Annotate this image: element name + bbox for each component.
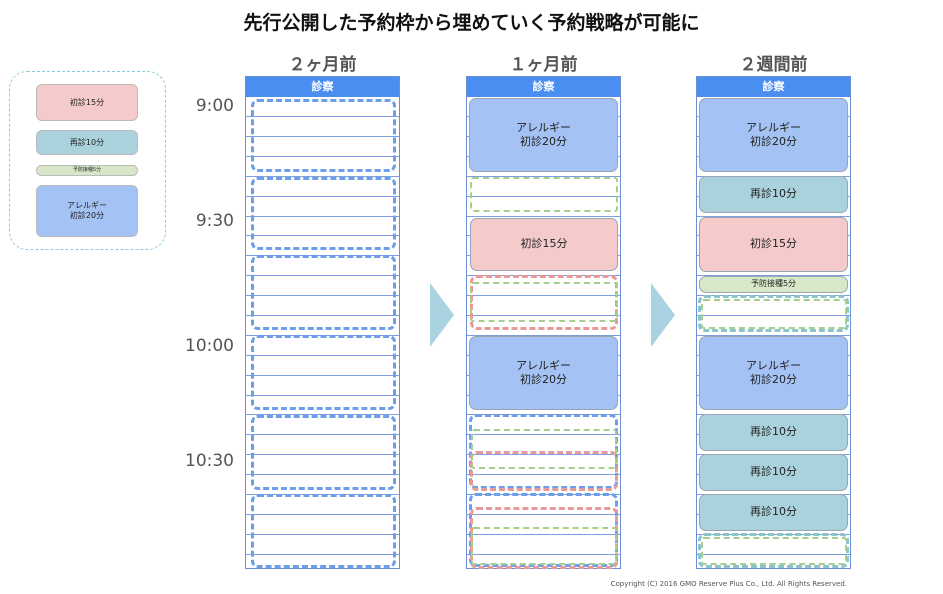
open-slot-revisit[interactable]	[698, 295, 849, 332]
grid-line	[467, 474, 620, 475]
open-slot-vaccine[interactable]	[470, 282, 618, 322]
legend-allergy: アレルギー 初診20分	[36, 185, 138, 237]
copyright-text: Copyright (C) 2016 GMO Reserve Plus Co.,…	[610, 580, 847, 588]
slot-first-visit[interactable]: 初診15分	[470, 218, 618, 271]
grid-line	[697, 335, 850, 336]
open-slot-vaccine[interactable]	[471, 429, 617, 469]
open-slot-vaccine[interactable]	[701, 299, 847, 329]
grid-line	[246, 454, 399, 455]
time-label-1030: 10:30	[185, 451, 234, 471]
open-slot-revisit[interactable]	[698, 533, 849, 568]
open-slot-allergy[interactable]	[251, 255, 396, 330]
open-slot-vaccine[interactable]	[471, 527, 617, 565]
legend-first-visit: 初診15分	[36, 84, 138, 121]
time-label-0900: 9:00	[195, 96, 234, 116]
grid-line	[246, 534, 399, 535]
slot-vaccine[interactable]: 予防接種5分	[699, 276, 848, 293]
page-title: 先行公開した予約枠から埋めていく予約戦略が可能に	[243, 12, 700, 34]
grid-line	[467, 434, 620, 435]
grid-line	[467, 295, 620, 296]
open-slot-allergy[interactable]	[251, 494, 396, 568]
grid-line	[697, 275, 850, 276]
legend-vaccine: 予防接種5分	[36, 165, 138, 176]
legend-revisit: 再診10分	[36, 130, 138, 155]
open-slot-first-visit[interactable]	[470, 451, 618, 491]
grid-line	[467, 196, 620, 197]
grid-line	[467, 514, 620, 515]
grid-line	[467, 534, 620, 535]
column-title-1-month: １ヶ月前	[509, 55, 578, 75]
grid-line	[246, 156, 399, 157]
grid-header: 診察	[246, 77, 399, 97]
grid-line	[246, 514, 399, 515]
grid-line	[246, 116, 399, 117]
grid-line	[697, 315, 850, 316]
open-slot-allergy[interactable]	[251, 99, 396, 172]
slot-allergy[interactable]: アレルギー 初診20分	[699, 336, 848, 410]
grid-line	[246, 275, 399, 276]
grid-line	[467, 176, 620, 177]
slot-revisit[interactable]: 再診10分	[699, 494, 848, 531]
grid-line	[246, 414, 399, 415]
grid-line	[697, 554, 850, 555]
open-slot-allergy[interactable]	[251, 335, 396, 410]
schedule-grid-2-weeks: 診察 アレルギー 初診20分 再診10分 初診15分 予防接種5分 アレルギー …	[696, 76, 851, 569]
slot-allergy[interactable]: アレルギー 初診20分	[469, 98, 618, 172]
schedule-grid-2-months: 診察	[245, 76, 400, 569]
grid-line	[246, 295, 399, 296]
grid-line	[246, 355, 399, 356]
grid-line	[467, 216, 620, 217]
grid-line	[246, 315, 399, 316]
grid-line	[246, 554, 399, 555]
time-label-0930: 9:30	[195, 211, 234, 231]
slot-allergy[interactable]: アレルギー 初診20分	[699, 98, 848, 172]
grid-line	[246, 434, 399, 435]
slot-first-visit[interactable]: 初診15分	[699, 217, 848, 272]
grid-line	[246, 176, 399, 177]
slot-revisit[interactable]: 再診10分	[699, 176, 848, 213]
grid-line	[697, 216, 850, 217]
grid-header: 診察	[467, 77, 620, 97]
open-slot-allergy[interactable]	[251, 415, 396, 490]
slot-revisit[interactable]: 再診10分	[699, 414, 848, 451]
time-label-1000: 10:00	[185, 336, 234, 356]
grid-line	[467, 454, 620, 455]
grid-line	[467, 335, 620, 336]
schedule-grid-1-month: 診察 アレルギー 初診20分 初診15分 アレルギー 初診20分	[466, 76, 621, 569]
arrow-right-icon	[430, 283, 454, 347]
grid-line	[246, 395, 399, 396]
grid-line	[246, 375, 399, 376]
legend: 初診15分 再診10分 予防接種5分 アレルギー 初診20分	[9, 71, 166, 250]
grid-line	[246, 216, 399, 217]
arrow-right-icon	[651, 283, 675, 347]
grid-line	[246, 235, 399, 236]
column-title-2-weeks: ２週間前	[739, 55, 808, 75]
slot-allergy[interactable]: アレルギー 初診20分	[469, 336, 618, 410]
grid-line	[467, 554, 620, 555]
grid-line	[246, 196, 399, 197]
grid-line	[246, 136, 399, 137]
grid-line	[246, 474, 399, 475]
open-slot-allergy[interactable]	[251, 177, 396, 250]
grid-header: 診察	[697, 77, 850, 97]
open-slot-vaccine[interactable]	[470, 177, 618, 212]
grid-line	[467, 315, 620, 316]
open-slot-vaccine[interactable]	[701, 537, 847, 565]
column-title-2-months: ２ヶ月前	[288, 55, 357, 75]
slot-revisit[interactable]: 再診10分	[699, 454, 848, 491]
